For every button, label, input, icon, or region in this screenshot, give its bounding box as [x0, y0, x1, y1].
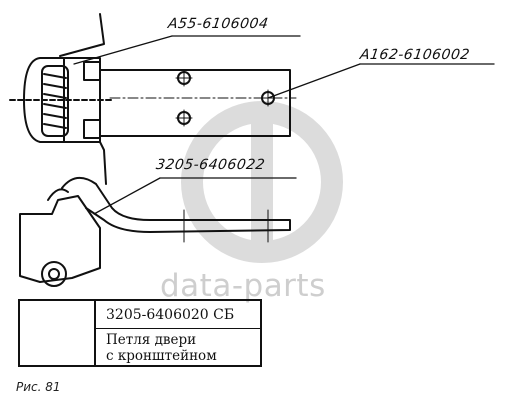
- pivot-eye: [41, 261, 67, 287]
- bracket-arm: [61, 177, 291, 233]
- figure-caption: Рис. 81: [16, 380, 61, 394]
- bracket-brace: [59, 13, 105, 57]
- callout-part-a: A55-6106004: [166, 16, 270, 32]
- watermark-text: data-parts: [160, 268, 326, 304]
- bracket-body: [19, 195, 101, 283]
- leader-a: [73, 35, 173, 65]
- watermark-logo: [181, 101, 343, 263]
- part-name-line2: с кронштейном: [106, 348, 217, 364]
- title-block: 3205-6406020 СБ Петля двери с кронштейно…: [18, 299, 262, 367]
- part-name-line1: Петля двери: [106, 332, 197, 348]
- part-name: Петля двери с кронштейном: [96, 329, 260, 365]
- title-block-blank-cell: [20, 301, 96, 365]
- hinge-knuckle: [23, 57, 65, 143]
- callout-part-c: 3205-6406022: [154, 157, 267, 173]
- callout-part-b: A162-6106002: [358, 47, 471, 63]
- part-number: 3205-6406020 СБ: [96, 301, 260, 329]
- hinge-plate: [99, 69, 291, 137]
- leader-b: [267, 63, 361, 99]
- leader-c: [93, 177, 161, 215]
